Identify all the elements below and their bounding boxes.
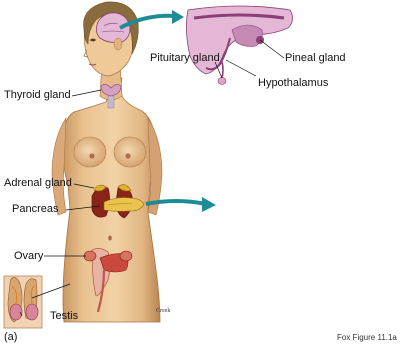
leader-hypothalamus	[226, 60, 256, 76]
head	[83, 2, 138, 100]
label-hypothalamus: Hypothalamus	[258, 77, 328, 89]
label-ovary: Ovary	[14, 250, 43, 262]
testis-inset	[4, 276, 42, 328]
label-pancreas: Pancreas	[12, 203, 58, 215]
label-thyroid-gland: Thyroid gland	[4, 89, 71, 101]
label-adrenal-gland: Adrenal gland	[4, 177, 72, 189]
adrenal-detail-arrowhead	[202, 197, 216, 212]
label-testis: Testis	[50, 310, 78, 322]
leader-pineal	[260, 40, 284, 58]
label-pineal-gland: Pineal gland	[285, 52, 346, 64]
head-to-brain-arrowhead	[172, 10, 184, 24]
figure-credit: Fox Figure 11.1a	[337, 333, 397, 342]
label-pituitary-gland: Pituitary gland	[150, 52, 220, 64]
panel-letter: (a)	[4, 331, 17, 343]
artist-signature: Creek	[156, 308, 170, 314]
adrenal-detail-arrow	[146, 201, 206, 204]
brain-sagittal-inset	[186, 6, 292, 84]
leader-thyroid	[72, 90, 101, 96]
